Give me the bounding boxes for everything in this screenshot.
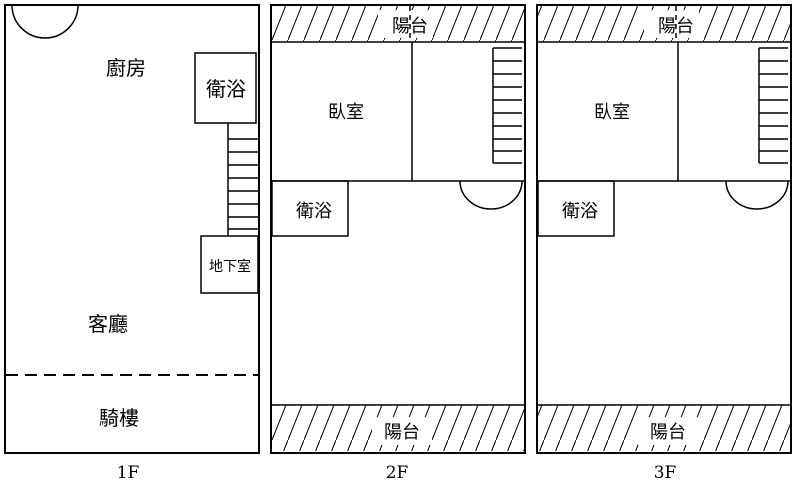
bedroom-label: 臥室 [594,102,630,123]
bath-room-3f [537,180,615,237]
floor-2f-outline [270,4,526,454]
bath-label-2f: 衛浴 [296,201,332,222]
kitchen-label: 廚房 [106,56,146,80]
door-arc [11,4,79,39]
floor-1f: 廚房 衛浴 地下室 客廳 騎樓 [4,4,260,454]
living-room-label: 客廳 [88,312,128,336]
balcony-bottom-label: 陽台 [384,422,420,443]
bath-room-2f [271,180,349,237]
bath-room-1f [194,52,257,124]
bath-label-3f: 衛浴 [562,201,598,222]
floor-label-1f: 1F [117,463,140,483]
floor-label-2f: 2F [386,463,409,483]
floor-1f-outline [4,4,260,454]
floor-label-3f: 3F [654,463,677,483]
balcony-top-label: 陽台 [392,16,428,37]
basement-room [200,235,259,294]
balcony-top-label-bg [378,10,433,38]
staircase-3f [758,47,788,164]
door-arc [725,180,789,210]
door-arc [459,180,523,210]
staircase-2f [492,47,522,164]
balcony-top-label: 陽台 [658,16,694,37]
floor-2f: 陽台 臥室 衛浴 陽台 [270,4,526,454]
arcade-label: 騎樓 [99,406,139,430]
floor-3f: 陽台 臥室 衛浴 陽台 [536,4,792,454]
basement-label: 地下室 [209,258,251,275]
balcony-bottom-label-bg [372,417,432,445]
staircase-1f [227,123,258,236]
bedroom-label: 臥室 [328,102,364,123]
floor-3f-outline [536,4,792,454]
balcony-bottom-label-bg [638,417,698,445]
balcony-bottom-label: 陽台 [650,422,686,443]
balcony-top-label-bg [644,10,699,38]
bath-label-1f: 衛浴 [206,77,246,101]
